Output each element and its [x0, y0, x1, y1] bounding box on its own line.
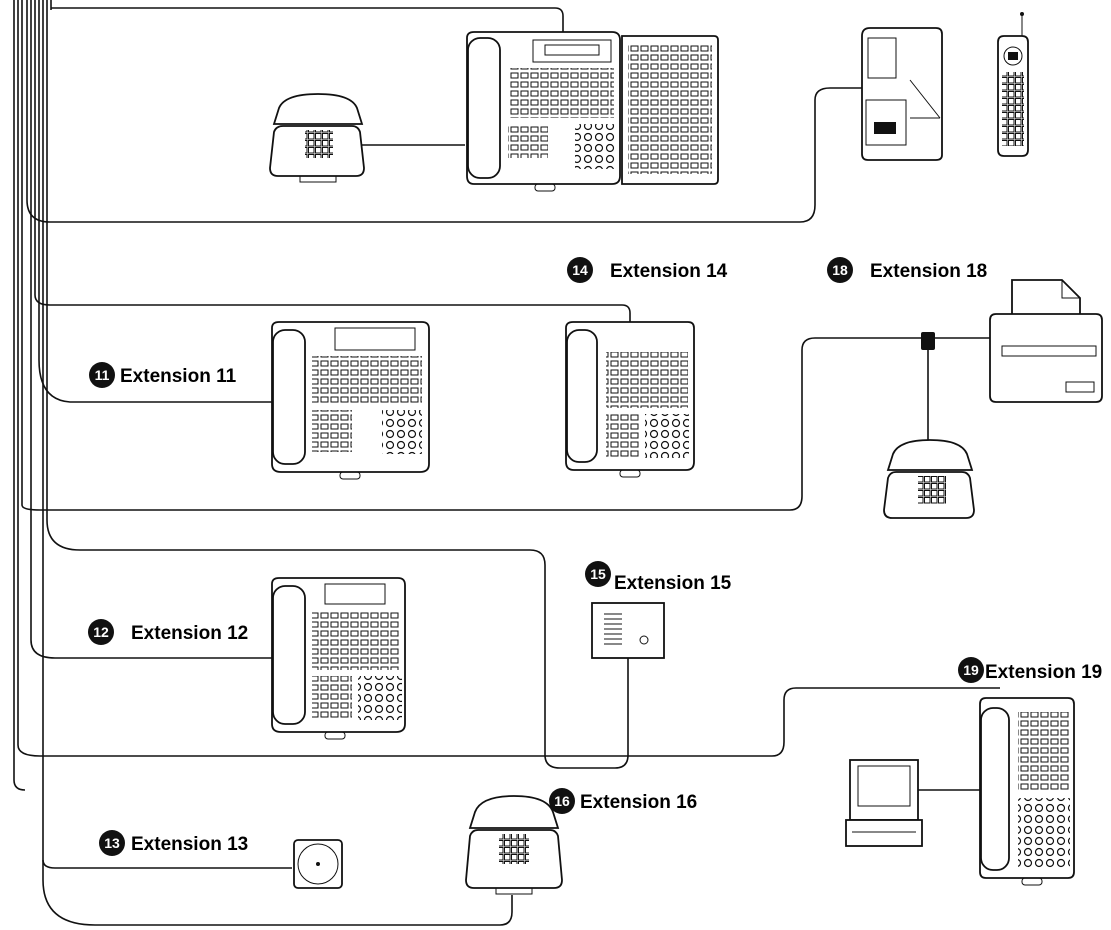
extension-11-phone [271, 321, 430, 480]
computer-monitor [845, 759, 923, 847]
extension-12-number: 12 [93, 624, 109, 640]
single-line-phone-fax [883, 439, 975, 519]
extension-13-callout: 13 Extension 13 [99, 830, 248, 856]
extension-15-callout: 15 Extension 15 [585, 561, 732, 594]
extension-12-callout: 12 Extension 12 [88, 619, 248, 645]
main-console-phone [466, 31, 719, 192]
extension-16-label: Extension 16 [580, 792, 697, 813]
extension-12-phone [271, 577, 406, 740]
extension-15-label: Extension 15 [614, 573, 732, 594]
extension-18-number: 18 [832, 262, 848, 278]
extension-18-callout: 18 Extension 18 [827, 257, 987, 283]
single-line-phone-top [269, 93, 365, 183]
extension-18-fax-machine [921, 279, 1103, 403]
extension-16-number: 16 [554, 793, 570, 809]
extension-19-number: 19 [963, 662, 979, 678]
extension-14-phone [565, 321, 695, 478]
extension-15-number: 15 [590, 566, 606, 582]
extension-12-label: Extension 12 [131, 623, 248, 644]
extension-14-callout: 14 Extension 14 [567, 257, 728, 283]
extension-14-number: 14 [572, 262, 588, 278]
extension-16-callout: 16 Extension 16 [549, 788, 697, 814]
extension-14-label: Extension 14 [610, 261, 728, 282]
extension-11-label: Extension 11 [120, 366, 237, 387]
extension-11-number: 11 [95, 367, 110, 383]
wiring [13, 0, 1000, 926]
extension-19-label: Extension 19 [985, 662, 1102, 683]
extension-16-phone [465, 795, 563, 895]
extension-19-callout: 19 Extension 19 [958, 657, 1102, 683]
cordless-phone [861, 12, 1029, 161]
extension-13-number: 13 [104, 835, 120, 851]
extension-18-label: Extension 18 [870, 261, 987, 282]
extension-11-callout: 11 Extension 11 [89, 362, 237, 388]
extension-13-paging-speaker [293, 839, 343, 889]
extension-19-phone [979, 697, 1075, 886]
extension-13-label: Extension 13 [131, 834, 248, 855]
extension-15-speaker-box [591, 602, 665, 659]
